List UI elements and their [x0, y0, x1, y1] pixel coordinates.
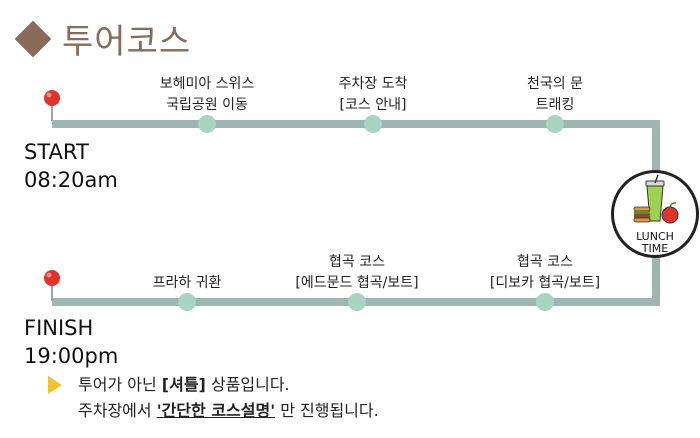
stop-label: 천국의 문 트래킹 — [527, 74, 583, 116]
stop-label-line: 국립공원 이동 — [166, 97, 248, 113]
stop-label-line: 협곡 코스 — [329, 254, 385, 270]
start-time: 08:20am — [24, 168, 118, 192]
finish-block: FINISH 19:00pm — [24, 314, 118, 370]
lunch-label: LUNCH — [636, 230, 674, 243]
route-stop-dot — [536, 293, 554, 311]
page-title: 투어코스 — [62, 22, 192, 62]
stop-label-line: 트래킹 — [535, 97, 575, 113]
route-stop-dot — [546, 115, 564, 133]
notice-text: 주차장에서 — [78, 401, 157, 420]
finish-label: FINISH — [24, 316, 94, 340]
stop-label: 협곡 코스 [에드문드 협곡/보트] — [295, 252, 418, 294]
notice-text: 만 진행됩니다. — [275, 401, 379, 420]
stop-label-line: 천국의 문 — [527, 76, 583, 92]
route-stop-dot — [198, 115, 216, 133]
stop-label-line: 협곡 코스 — [517, 254, 573, 270]
notice-text: 상품입니다. — [205, 375, 290, 394]
stop-label-line: [디보카 협곡/보트] — [489, 275, 601, 291]
notice-emphasis-text: '간단한 코스설명' — [156, 401, 276, 420]
start-label: START — [24, 140, 89, 164]
stop-label: 협곡 코스 [디보카 협곡/보트] — [490, 252, 600, 294]
lunch-meal-icon — [633, 174, 679, 224]
notice-line: 투어가 아닌 [셔틀] 상품입니다. — [78, 372, 290, 398]
triangle-arrow-icon — [48, 376, 62, 394]
finish-time: 19:00pm — [24, 344, 119, 368]
stop-label: 프라하 귀환 — [153, 273, 222, 294]
stop-label-line: 보헤미아 스위스 — [159, 76, 255, 92]
stop-label-line: [에드문드 협곡/보트] — [295, 275, 419, 291]
route-stop-dot — [178, 293, 196, 311]
route-line-top — [52, 120, 660, 128]
diamond-icon — [14, 20, 52, 57]
stop-label-line: 프라하 귀환 — [152, 275, 222, 291]
start-pin-icon — [41, 88, 63, 122]
start-block: START 08:20am — [24, 138, 118, 194]
section-header: 투어코스 — [10, 14, 191, 63]
route-stop-dot — [364, 115, 382, 133]
lunch-time-badge: LUNCH TIME — [611, 170, 699, 258]
stop-label: 주차장 도착 [코스 안내] — [339, 74, 408, 116]
stop-label-line: [코스 안내] — [339, 97, 407, 113]
stop-label: 보헤미아 스위스 국립공원 이동 — [160, 74, 255, 116]
lunch-label-time: TIME — [641, 242, 669, 255]
notice-bold-text: [셔틀] — [161, 375, 206, 394]
route-stop-dot — [348, 293, 366, 311]
notice-text: 투어가 아닌 — [78, 375, 162, 394]
notice-line: 주차장에서 '간단한 코스설명' 만 진행됩니다. — [78, 398, 379, 424]
stop-label-line: 주차장 도착 — [338, 76, 408, 92]
finish-pin-icon — [41, 268, 63, 302]
